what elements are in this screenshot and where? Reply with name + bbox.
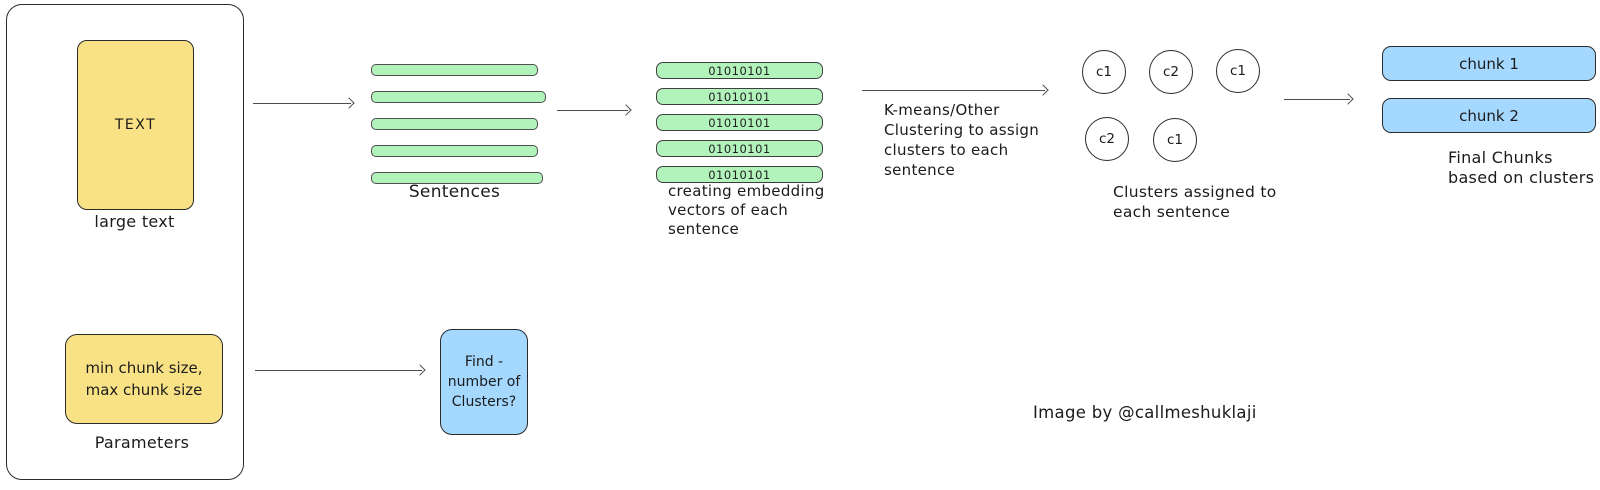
embedding-vector: 01010101 bbox=[656, 114, 823, 131]
sentence-bar bbox=[371, 91, 546, 103]
sentence-bar bbox=[371, 64, 538, 76]
parameters-caption: Parameters bbox=[94, 433, 190, 452]
cluster-circle: c1 bbox=[1153, 118, 1197, 162]
cluster-circle-label: c2 bbox=[1098, 131, 1115, 147]
kmeans-line-2: Clustering to assign bbox=[884, 121, 1040, 139]
embeddings-caption: creating embedding vectors of each sente… bbox=[668, 182, 825, 239]
embeddings-caption-line-1: creating embedding bbox=[668, 182, 825, 200]
parameters-box-text: min chunk size, max chunk size bbox=[85, 357, 202, 401]
clusters-caption: Clusters assigned to each sentence bbox=[1113, 182, 1277, 222]
embeddings-caption-line-2: vectors of each bbox=[668, 201, 789, 219]
find-clusters-line-2: number of bbox=[447, 374, 521, 390]
cluster-circle: c1 bbox=[1082, 50, 1126, 94]
cluster-circle: c2 bbox=[1085, 117, 1129, 161]
sentence-bar bbox=[371, 118, 538, 130]
embedding-vector: 01010101 bbox=[656, 166, 823, 183]
chunk-1-label: chunk 1 bbox=[1459, 54, 1519, 73]
chunk-2-label: chunk 2 bbox=[1459, 106, 1519, 125]
clusters-caption-line-2: each sentence bbox=[1113, 203, 1231, 221]
sentence-bars bbox=[371, 64, 546, 199]
kmeans-line-1: K-means/Other bbox=[884, 101, 1000, 119]
kmeans-label: K-means/Other Clustering to assign clust… bbox=[884, 100, 1039, 180]
chunk-1-box: chunk 1 bbox=[1382, 46, 1596, 81]
parameters-line-1: min chunk size, bbox=[85, 359, 203, 377]
embeddings-caption-line-3: sentence bbox=[668, 220, 740, 238]
chunk-2-box: chunk 2 bbox=[1382, 98, 1596, 133]
kmeans-line-4: sentence bbox=[884, 161, 956, 179]
large-text-box-label: TEXT bbox=[114, 117, 157, 133]
attribution-text: Image by @callmeshuklaji bbox=[1033, 403, 1257, 422]
chunks-caption-line-1: Final Chunks bbox=[1448, 148, 1553, 167]
cluster-circle: c1 bbox=[1216, 49, 1260, 93]
cluster-circle: c2 bbox=[1149, 50, 1193, 94]
cluster-circle-label: c1 bbox=[1229, 63, 1246, 79]
cluster-circle-label: c1 bbox=[1166, 132, 1183, 148]
arrow-parameters-to-find bbox=[255, 370, 422, 371]
embedding-vector: 01010101 bbox=[656, 140, 823, 157]
large-text-caption: large text bbox=[94, 212, 175, 231]
embedding-vector: 01010101 bbox=[656, 62, 823, 79]
find-clusters-line-1: Find - bbox=[464, 354, 504, 370]
embedding-vectors: 01010101 01010101 01010101 01010101 0101… bbox=[656, 62, 823, 192]
sentences-caption: Sentences bbox=[408, 182, 501, 202]
large-text-box: TEXT bbox=[77, 40, 194, 210]
arrow-sentences-to-embeddings bbox=[557, 110, 628, 111]
kmeans-line-3: clusters to each bbox=[884, 141, 1009, 159]
arrow-embeddings-to-clusters bbox=[862, 90, 1045, 91]
arrow-clusters-to-chunks bbox=[1284, 99, 1350, 100]
cluster-circle-label: c1 bbox=[1095, 64, 1112, 80]
find-clusters-box: Find - number of Clusters? bbox=[440, 329, 528, 435]
find-clusters-text: Find - number of Clusters? bbox=[448, 352, 521, 412]
chunks-caption-line-2: based on clusters bbox=[1448, 168, 1595, 187]
sentence-bar bbox=[371, 145, 538, 157]
parameters-box: min chunk size, max chunk size bbox=[65, 334, 223, 424]
parameters-line-2: max chunk size bbox=[85, 381, 203, 399]
embedding-vector: 01010101 bbox=[656, 88, 823, 105]
chunks-caption: Final Chunks based on clusters bbox=[1448, 148, 1594, 188]
sentence-bar bbox=[371, 172, 543, 184]
clusters-caption-line-1: Clusters assigned to bbox=[1113, 183, 1277, 201]
find-clusters-line-3: Clusters? bbox=[451, 394, 517, 410]
arrow-text-to-sentences bbox=[253, 103, 351, 104]
cluster-circle-label: c2 bbox=[1162, 64, 1179, 80]
